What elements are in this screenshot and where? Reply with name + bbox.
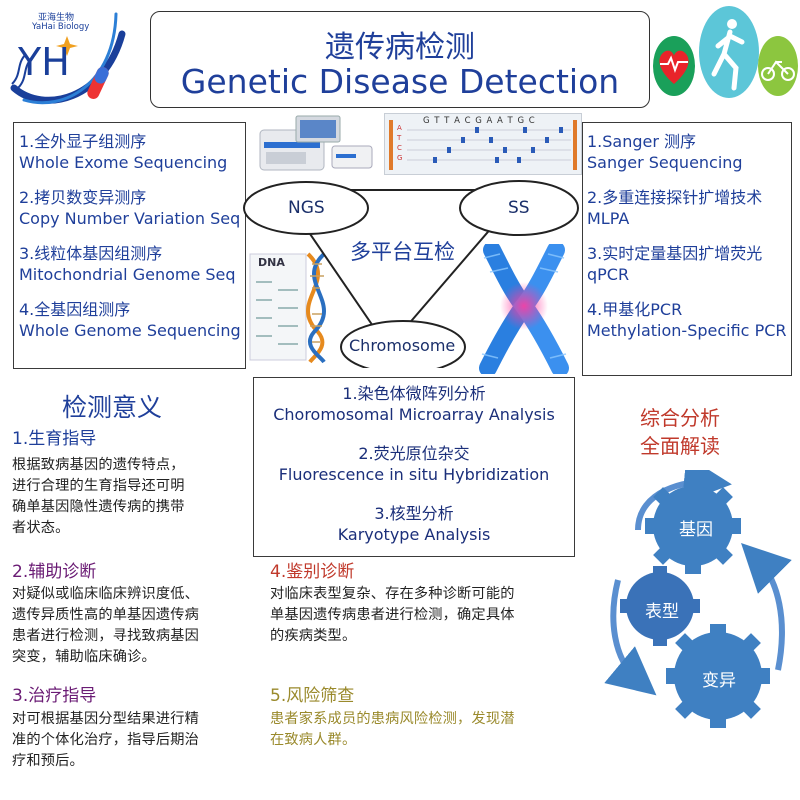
multi-platform-label: 多平台互检: [350, 240, 455, 264]
ss-ellipse: [459, 180, 579, 236]
page-title-en: Genetic Disease Detection: [180, 62, 620, 101]
sig-3-text: 对可根据基因分型结果进行精 准的个体化治疗，指导后期治 疗和预后。: [12, 711, 200, 769]
ngs-item-1: 1.全外显子组测序 Whole Exome Sequencing: [19, 132, 228, 172]
ngs-label: NGS: [288, 198, 325, 218]
sig-1-text: 根据致病基因的遗传特点， 进行合理的生育指导还可明 确单基因隐性遗传病的携带 者…: [12, 457, 185, 536]
dna-book-label: DNA: [258, 256, 285, 269]
sequencer-image: [256, 112, 378, 178]
ss-methods-box: 1.Sanger 测序 Sanger Sequencing 2.多重连接探针扩增…: [582, 122, 792, 376]
strip-base-a: A: [397, 124, 402, 132]
sig-3-head: 3.治疗指导: [12, 686, 97, 706]
dna-sequence-label: G T T A C G A A T G C: [423, 116, 536, 126]
chromosome-methods-box: 1.染色体微阵列分析 Choromosomal Microarray Analy…: [253, 377, 575, 557]
chromosome-label: Chromosome: [349, 336, 456, 355]
significance-title: 检测意义: [62, 393, 163, 422]
strip-base-c: C: [397, 144, 402, 152]
logo-letters: YH: [18, 40, 70, 84]
title-box: 遗传病检测 Genetic Disease Detection: [150, 11, 650, 108]
sig-4-text: 对临床表型复杂、存在多种诊断可能的 单基因遗传病患者进行检测，确定具体 的疾病类…: [270, 586, 515, 644]
logo-brand-en: YaHai Biology: [32, 22, 90, 32]
ngs-item-2: 2.拷贝数变异测序 Copy Number Variation Seq: [19, 188, 241, 228]
sig-2-text: 对疑似或临床临床辨识度低、 遗传异质性高的单基因遗传病 患者进行检测，寻找致病基…: [12, 586, 200, 665]
heart-rate-icon: [653, 36, 695, 96]
chromo-item-1: 1.染色体微阵列分析 Choromosomal Microarray Analy…: [273, 384, 555, 424]
gears-cycle: [604, 470, 792, 728]
ngs-item-4: 4.全基因组测序 Whole Genome Sequencing: [19, 300, 241, 340]
strip-base-t: T: [397, 134, 402, 142]
ss-item-1: 1.Sanger 测序 Sanger Sequencing: [587, 132, 743, 172]
logo: 亚海生物 YaHai Biology YH: [4, 4, 134, 112]
ngs-methods-box: 1.全外显子组测序 Whole Exome Sequencing 2.拷贝数变异…: [13, 122, 246, 369]
chromosome-image: [470, 241, 578, 377]
ss-item-4: 4.甲基化PCR Methylation-Specific PCR: [587, 300, 787, 340]
platform-triangle: [243, 180, 579, 368]
logo-brand-cn: 亚海生物: [38, 13, 75, 23]
page-title-cn: 遗传病检测: [325, 30, 475, 65]
health-icons: [652, 4, 798, 110]
ss-item-3: 3.实时定量基因扩增荧光 qPCR: [587, 244, 763, 284]
logo-swirl-icon: [10, 12, 126, 105]
dna-book-image: DNA: [248, 252, 332, 364]
strip-base-g: G: [397, 154, 403, 162]
chromo-item-2: 2.荧光原位杂交 Fluorescence in situ Hybridizat…: [278, 444, 550, 484]
bicycle-icon: [758, 36, 798, 96]
gear-gene-label: 基因: [679, 520, 713, 540]
chromosome-ellipse: [340, 320, 466, 368]
ngs-item-3: 3.线粒体基因组测序 Mitochondrial Genome Seq: [19, 244, 236, 284]
chromo-item-3: 3.核型分析 Karyotype Analysis: [337, 504, 491, 544]
sig-4-head: 4.鉴别诊断: [270, 562, 355, 582]
gear-phenotype-icon: [620, 566, 700, 646]
ss-item-2: 2.多重连接探针扩增技术 MLPA: [587, 188, 763, 228]
ngs-ellipse: [243, 181, 369, 235]
analysis-heading: 综合分析 全面解读: [640, 406, 720, 458]
sig-2-head: 2.辅助诊断: [12, 562, 97, 582]
sanger-strip: G T T A C G A A T G C A T C G: [384, 113, 582, 175]
sig-5-head: 5.风险筛查: [270, 686, 355, 706]
runner-icon: [699, 6, 759, 98]
sig-5-text: 患者家系成员的患病风险检测，发现潜 在致病人群。: [270, 711, 515, 748]
ss-label: SS: [508, 198, 530, 218]
gear-phenotype-label: 表型: [645, 602, 679, 622]
gear-variation-label: 变异: [702, 671, 736, 691]
sig-1-head: 1.生育指导: [12, 429, 97, 449]
